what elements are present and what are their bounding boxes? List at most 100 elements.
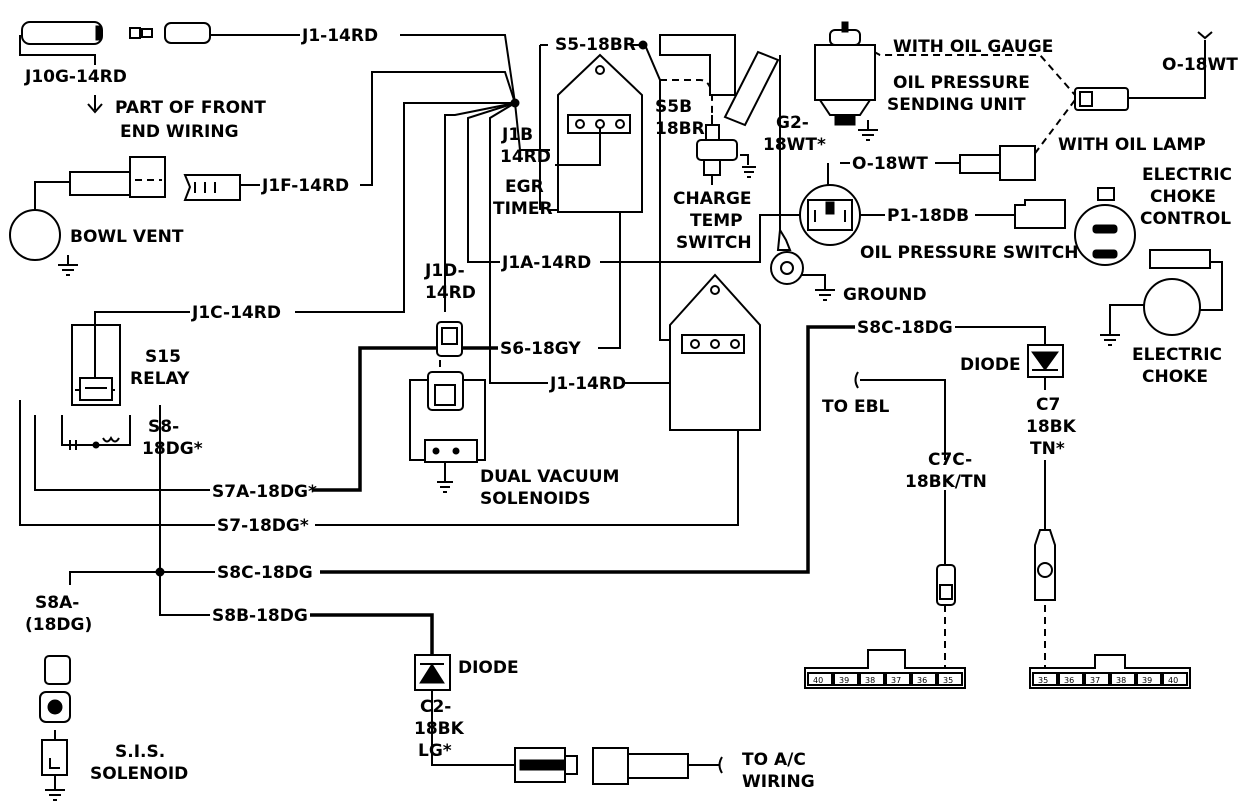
label-s5: S5-18BR (555, 35, 636, 55)
label-s15-1: S15 (145, 347, 181, 367)
ac-connector (514, 747, 689, 785)
label-diode-bottom: DIODE (458, 658, 519, 678)
label-dual-vac-1: DUAL VACUUM (480, 467, 619, 487)
splice-dot (155, 567, 165, 577)
label-o18-mid: O-18WT (852, 154, 928, 174)
label-egr-2: TIMER (493, 199, 553, 219)
ground-symbol (45, 789, 65, 801)
ground-symbol (437, 481, 453, 493)
j1f-connector (183, 174, 241, 201)
j10g-connector (21, 21, 211, 45)
label-elec-choke-ctrl-2: CHOKE (1150, 187, 1216, 207)
bowl-vent (9, 156, 166, 276)
diode-bottom (414, 654, 451, 691)
label-j1a: J1A-14RD (501, 253, 591, 273)
splice-dot (638, 40, 648, 50)
oil-sending-unit (814, 21, 878, 141)
j1d-connector (436, 321, 463, 357)
label-s7a: S7A-18DG* (212, 482, 317, 502)
labels: J1-14RD J10G-14RD PART OF FRONT END WIRI… (24, 26, 1238, 792)
ground-ring-terminal (770, 226, 835, 301)
s5-connector (659, 34, 736, 96)
label-sis-1: S.I.S. (115, 742, 165, 762)
label-g2-2: 18WT* (763, 135, 826, 155)
label-oil-sending-1: OIL PRESSURE (893, 73, 1030, 93)
label-oil-sending-2: SENDING UNIT (887, 95, 1026, 115)
ground-symbol (742, 166, 756, 178)
connector-block-left: 40 39 38 37 36 35 (804, 649, 966, 689)
splice-dot (510, 98, 520, 108)
pin-label: 36 (1064, 676, 1074, 685)
s15-relay (69, 377, 120, 450)
splice-dots (155, 40, 648, 577)
label-s5b-1: S5B (655, 97, 692, 117)
dual-vacuum-solenoids (409, 371, 486, 493)
label-diode-right: DIODE (960, 355, 1021, 375)
pin-label: 38 (1116, 676, 1126, 685)
label-j1d-2: 14RD (425, 283, 476, 303)
ground-symbol (58, 255, 78, 276)
label-c2-3: LG* (418, 741, 452, 761)
pin-label: 40 (813, 676, 823, 685)
label-j1f: J1F-14RD (261, 176, 349, 196)
pin-label: 40 (1168, 676, 1178, 685)
label-s8-1: S8- (148, 417, 179, 437)
label-j1d-1: J1D- (424, 261, 465, 281)
label-to-ebl: TO EBL (822, 397, 890, 417)
label-part-front-1: PART OF FRONT (115, 98, 266, 118)
arrow-down-icon (87, 95, 103, 114)
electric-choke (1100, 249, 1211, 346)
p1-connector (1014, 199, 1066, 229)
label-charge-1: CHARGE (673, 189, 752, 209)
label-o18-top: O-18WT (1162, 55, 1238, 75)
label-ground: GROUND (843, 285, 927, 305)
label-g2-1: G2- (776, 113, 809, 133)
label-s8c-top: S8C-18DG (857, 318, 953, 338)
c7c-connector (936, 564, 956, 606)
label-to-ac-1: TO A/C (742, 750, 806, 770)
sis-solenoid (39, 655, 71, 801)
label-c2-2: 18BK (414, 719, 465, 739)
label-to-ac-2: WIRING (742, 772, 815, 792)
pin-label: 35 (1038, 676, 1048, 685)
label-with-oil-lamp: WITH OIL LAMP (1058, 135, 1206, 155)
pin-label: 36 (917, 676, 927, 685)
pin-label: 35 (943, 676, 953, 685)
label-s15-2: RELAY (130, 369, 190, 389)
label-elec-choke-ctrl-3: CONTROL (1140, 209, 1231, 229)
label-with-oil-gauge: WITH OIL GAUGE (893, 37, 1053, 57)
label-sis-2: SOLENOID (90, 764, 188, 784)
g2-connector (723, 50, 780, 127)
egr-timer (555, 53, 643, 213)
ground-symbol (815, 289, 835, 301)
ground-symbol (858, 120, 878, 141)
label-charge-2: TEMP (690, 211, 743, 231)
label-j10g: J10G-14RD (24, 67, 127, 87)
module-box (669, 273, 761, 431)
label-j1b-1: J1B (501, 125, 533, 145)
pin-label: 37 (1090, 676, 1100, 685)
label-elec-choke-2: CHOKE (1142, 367, 1208, 387)
connector-block-right: 35 36 37 38 39 40 (1029, 654, 1191, 689)
label-c2-1: C2- (420, 697, 451, 717)
label-c7-2: 18BK (1026, 417, 1077, 437)
pin-label: 39 (839, 676, 849, 685)
label-elec-choke-ctrl-1: ELECTRIC (1142, 165, 1232, 185)
label-dual-vac-2: SOLENOIDS (480, 489, 591, 509)
ground-symbol (1100, 334, 1120, 346)
charge-temp-switch (696, 124, 756, 178)
label-j1c: J1C-14RD (191, 303, 281, 323)
label-s8a-2: (18DG) (25, 615, 92, 635)
label-c7c-1: C7C- (928, 450, 972, 470)
label-p1: P1-18DB (887, 206, 969, 226)
label-elec-choke-1: ELECTRIC (1132, 345, 1222, 365)
pin-label: 38 (865, 676, 875, 685)
label-egr-1: EGR (505, 177, 544, 197)
electric-choke-control (1074, 187, 1136, 266)
label-s6: S6-18GY (500, 339, 581, 359)
oil-pressure-switch (799, 184, 861, 246)
label-c7-3: TN* (1030, 439, 1065, 459)
label-charge-3: SWITCH (676, 233, 752, 253)
label-j1-top: J1-14RD (301, 26, 378, 46)
